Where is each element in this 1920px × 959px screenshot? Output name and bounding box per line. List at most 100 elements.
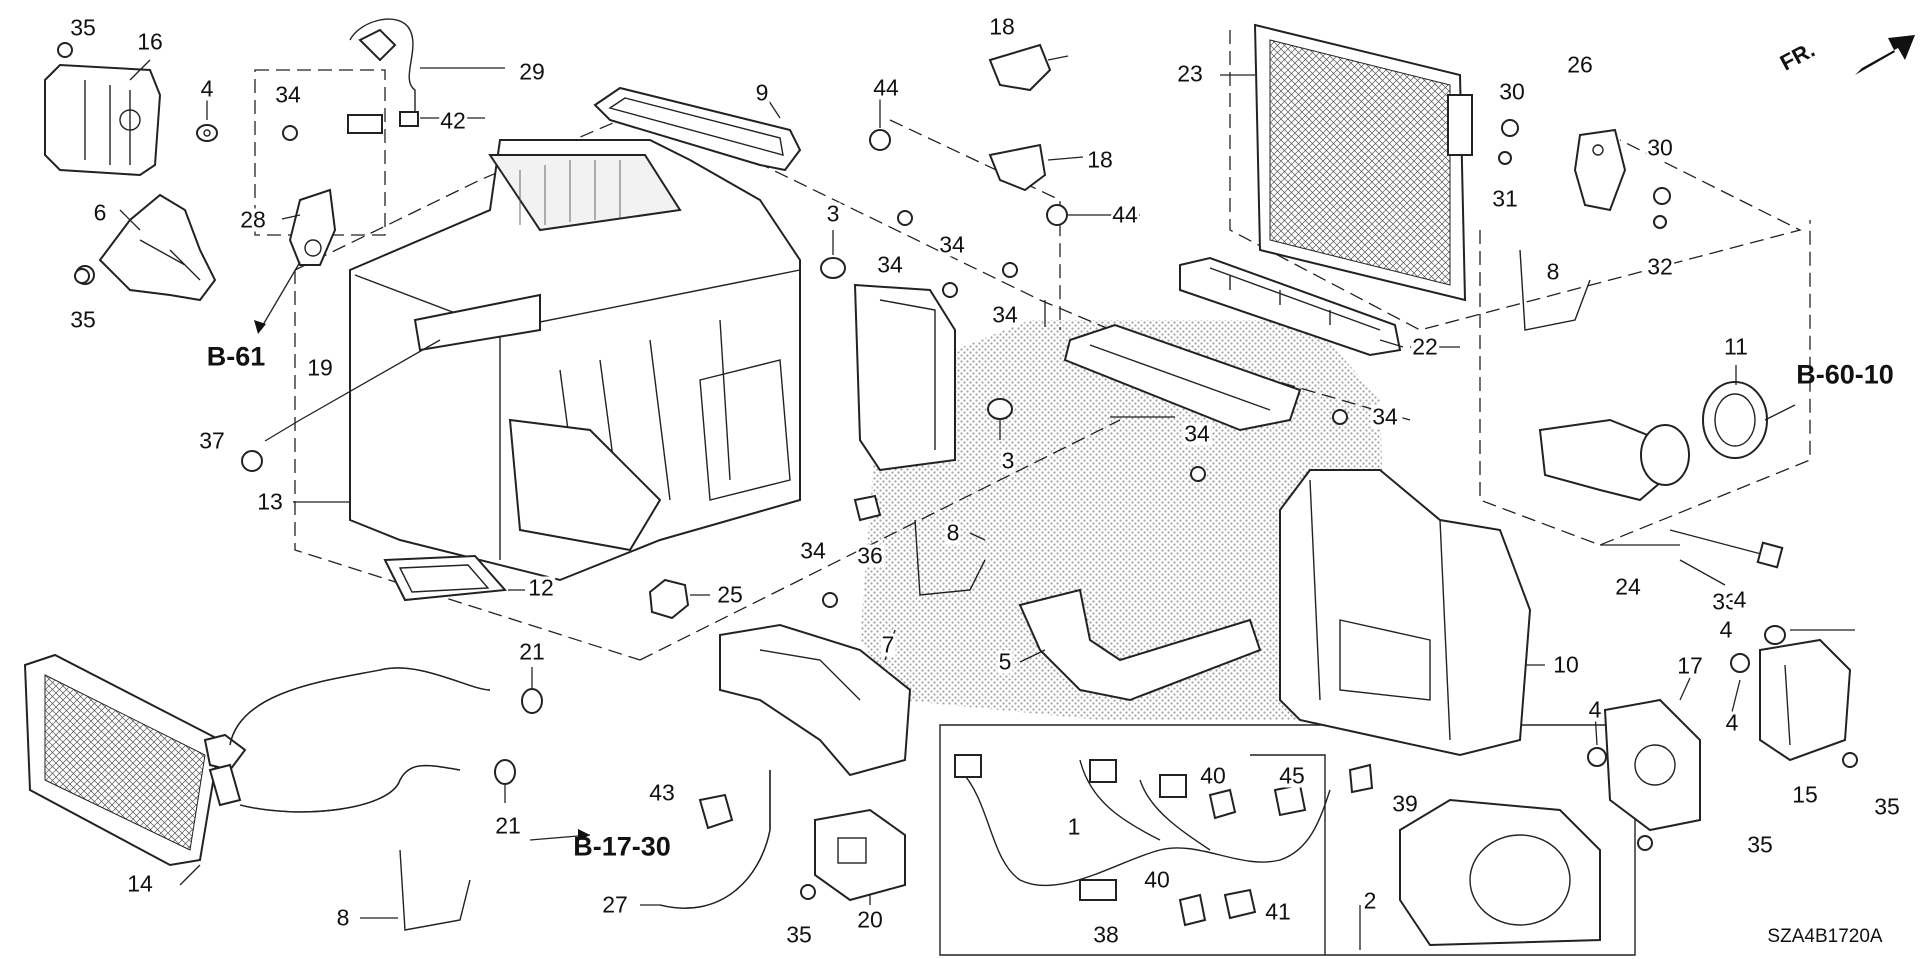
pipe-8-middle <box>914 519 986 596</box>
heater-hose-parts <box>229 667 491 813</box>
actuator-17-part <box>1603 698 1701 832</box>
callout-28: 28 <box>239 206 267 233</box>
callout-34: 34 <box>991 301 1019 328</box>
leader-lines <box>119 55 1855 950</box>
callout-35: 35 <box>69 14 97 41</box>
callout-17: 17 <box>1676 652 1704 679</box>
callout-8: 8 <box>335 904 351 931</box>
gasket-9-part <box>593 86 802 172</box>
callout-35: 35 <box>69 306 97 333</box>
duct-center-part <box>853 283 956 472</box>
callout-1: 1 <box>1066 813 1082 840</box>
hose-clamp-21-parts <box>494 688 543 785</box>
expansion-valve-26-part <box>1573 128 1627 212</box>
screw-parts <box>57 42 1858 900</box>
bolt-33-part <box>1669 529 1784 569</box>
pipe-24-part <box>1538 418 1690 502</box>
callout-35: 35 <box>1746 831 1774 858</box>
reference-b-17-30: B-17-30 <box>573 831 671 862</box>
callout-5: 5 <box>997 648 1013 675</box>
clip-36-part <box>853 494 882 522</box>
callout-3: 3 <box>825 200 841 227</box>
callout-29: 29 <box>518 58 546 85</box>
grommet-3-parts <box>820 257 1013 420</box>
lower-case-10-part <box>1279 469 1532 757</box>
callout-45: 45 <box>1278 762 1306 789</box>
callout-4: 4 <box>1718 616 1734 643</box>
callout-14: 14 <box>126 870 154 897</box>
clip-43-part <box>698 793 734 830</box>
callout-23: 23 <box>1176 60 1204 87</box>
callout-44: 44 <box>1111 201 1139 228</box>
callout-34: 34 <box>1183 420 1211 447</box>
callout-16: 16 <box>136 28 164 55</box>
callout-6: 6 <box>92 199 108 226</box>
callout-4: 4 <box>199 75 215 102</box>
pipe-8-lower <box>399 849 471 931</box>
bracket-18-parts <box>988 43 1052 192</box>
callout-21: 21 <box>518 638 546 665</box>
callout-42: 42 <box>439 107 467 134</box>
heater-unit-case-part <box>349 139 801 582</box>
filter-tray-part <box>1063 323 1302 432</box>
callout-22: 22 <box>1411 333 1439 360</box>
callout-7: 7 <box>880 631 896 658</box>
callout-8: 8 <box>1545 258 1561 285</box>
callout-8: 8 <box>945 519 961 546</box>
callout-34: 34 <box>938 231 966 258</box>
callout-4: 4 <box>1724 709 1740 736</box>
callout-30: 30 <box>1498 78 1526 105</box>
callout-18: 18 <box>1086 146 1114 173</box>
callout-40: 40 <box>1143 866 1171 893</box>
heater-core-part <box>23 653 247 867</box>
callout-4: 4 <box>1587 696 1603 723</box>
evaporator-part <box>1253 23 1473 302</box>
harness-clip-parts <box>1178 763 1374 927</box>
bracket-5-part <box>1018 588 1262 702</box>
callout-15: 15 <box>1791 781 1819 808</box>
callout-26: 26 <box>1566 51 1594 78</box>
blower-housing-part <box>1399 798 1601 947</box>
blower-motor-part <box>44 43 162 177</box>
front-arrow-icon <box>1855 35 1915 75</box>
nut-25-part <box>648 578 690 620</box>
callout-43: 43 <box>648 779 676 806</box>
reference-arrows <box>254 261 1796 841</box>
duct-7-part <box>719 623 912 777</box>
sensor-harness-29-part <box>347 18 419 134</box>
callout-34: 34 <box>799 537 827 564</box>
callout-27: 27 <box>601 891 629 918</box>
callout-18: 18 <box>988 13 1016 40</box>
callout-41: 41 <box>1264 898 1292 925</box>
callout-2: 2 <box>1362 887 1378 914</box>
callout-19: 19 <box>306 354 334 381</box>
drain-tube-27-part <box>659 770 771 909</box>
callout-10: 10 <box>1552 651 1580 678</box>
callout-13: 13 <box>256 488 284 515</box>
pipe-8-upper <box>1519 249 1591 331</box>
callout-21: 21 <box>494 812 522 839</box>
grommet-44-parts <box>869 129 1068 226</box>
callout-35: 35 <box>1873 793 1901 820</box>
callout-39: 39 <box>1391 790 1419 817</box>
callout-24: 24 <box>1614 573 1642 600</box>
callout-37: 37 <box>198 427 226 454</box>
callout-32: 32 <box>1646 253 1674 280</box>
callout-20: 20 <box>856 906 884 933</box>
gasket-12-part <box>383 554 508 602</box>
callout-25: 25 <box>716 581 744 608</box>
callout-11: 11 <box>1723 333 1749 360</box>
callout-36: 36 <box>856 542 884 569</box>
callout-31: 31 <box>1491 185 1519 212</box>
washer-4-parts <box>1587 625 1786 767</box>
callout-30: 30 <box>1646 134 1674 161</box>
callout-3: 3 <box>1000 447 1016 474</box>
actuator-15-part <box>1759 638 1852 762</box>
callout-40: 40 <box>1199 762 1227 789</box>
callout-34: 34 <box>1371 403 1399 430</box>
filter-frame-22-part <box>1179 256 1402 357</box>
callout-9: 9 <box>754 79 770 106</box>
seal-11-part <box>1702 381 1768 459</box>
callout-34: 34 <box>274 81 302 108</box>
